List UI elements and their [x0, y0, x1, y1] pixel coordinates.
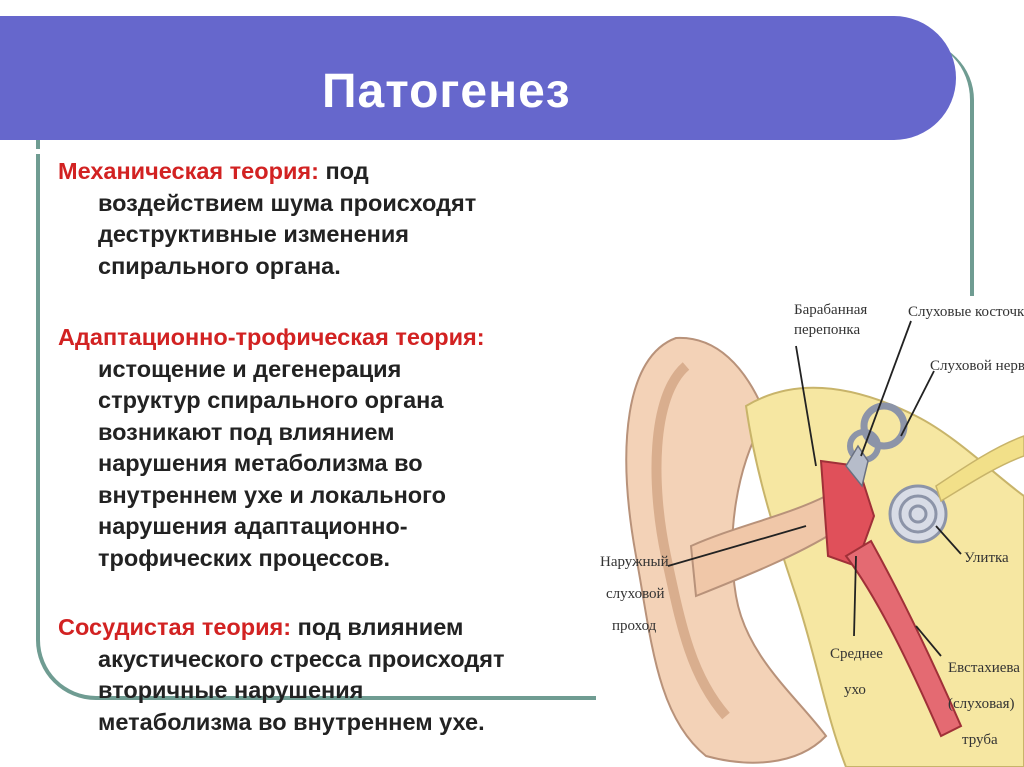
theory-adaptive-trophic: Адаптационно-трофическая теория: истощен… [58, 322, 618, 574]
theory-line: акустического стресса происходят [98, 645, 505, 672]
label-nerve: Слуховой нерв [930, 358, 1024, 374]
theory-line: нарушения метаболизма во [98, 450, 423, 476]
theory-heading: Сосудистая теория: [58, 614, 292, 640]
label-middle-ear: ухо [844, 682, 866, 698]
theory-line: воздействием шума происходят [98, 189, 477, 216]
theory-line: вторичные нарушения [98, 677, 364, 703]
theory-line: трофических процессов. [98, 544, 391, 571]
title-band: Патогенез [0, 16, 956, 154]
theory-line: возникают под влиянием [98, 418, 395, 445]
cochlea-shape [888, 484, 948, 544]
label-canal: слуховой [606, 586, 665, 602]
ear-anatomy-illustration: Барабанная перепонка Слуховые косточки С… [596, 296, 1024, 767]
ossicles-shape [845, 444, 869, 488]
label-eardrum: перепонка [794, 322, 860, 338]
label-canal: проход [612, 618, 657, 634]
label-eardrum: Барабанная [794, 302, 867, 318]
label-eustachian-tube: (слуховая) [948, 696, 1015, 712]
label-eustachian-tube: труба [962, 732, 998, 748]
theory-heading: Адаптационно-трофическая теория: [58, 324, 485, 350]
theory-line: деструктивные изменения [98, 221, 410, 247]
label-ossicles: Слуховые косточки [908, 304, 1024, 320]
slide-title: Патогенез [322, 65, 571, 118]
label-middle-ear: Среднее [830, 646, 883, 662]
theory-first-line: под [318, 158, 369, 184]
title-divider [0, 149, 906, 154]
theory-line: истощение и дегенерация [98, 355, 402, 382]
theory-heading: Механическая теория: [58, 158, 319, 184]
label-eustachian-tube: Евстахиева [948, 660, 1020, 676]
theory-line: спирального органа. [98, 252, 341, 279]
theory-mechanical: Механическая теория: под воздействием шу… [58, 156, 618, 282]
theory-line: метаболизма во внутреннем ухе. [98, 708, 485, 735]
label-cochlea: Улитка [964, 550, 1009, 566]
theory-vascular: Сосудистая теория: под влиянием акустиче… [58, 612, 618, 738]
theory-line: структур спирального органа [98, 387, 444, 413]
label-canal: Наружный [600, 554, 669, 570]
eustachian-tube-shape [844, 539, 963, 738]
theory-line: внутреннем ухе и локального [98, 481, 446, 508]
theory-line: нарушения адаптационно- [98, 513, 408, 539]
theory-first-line: под влиянием [291, 614, 464, 640]
